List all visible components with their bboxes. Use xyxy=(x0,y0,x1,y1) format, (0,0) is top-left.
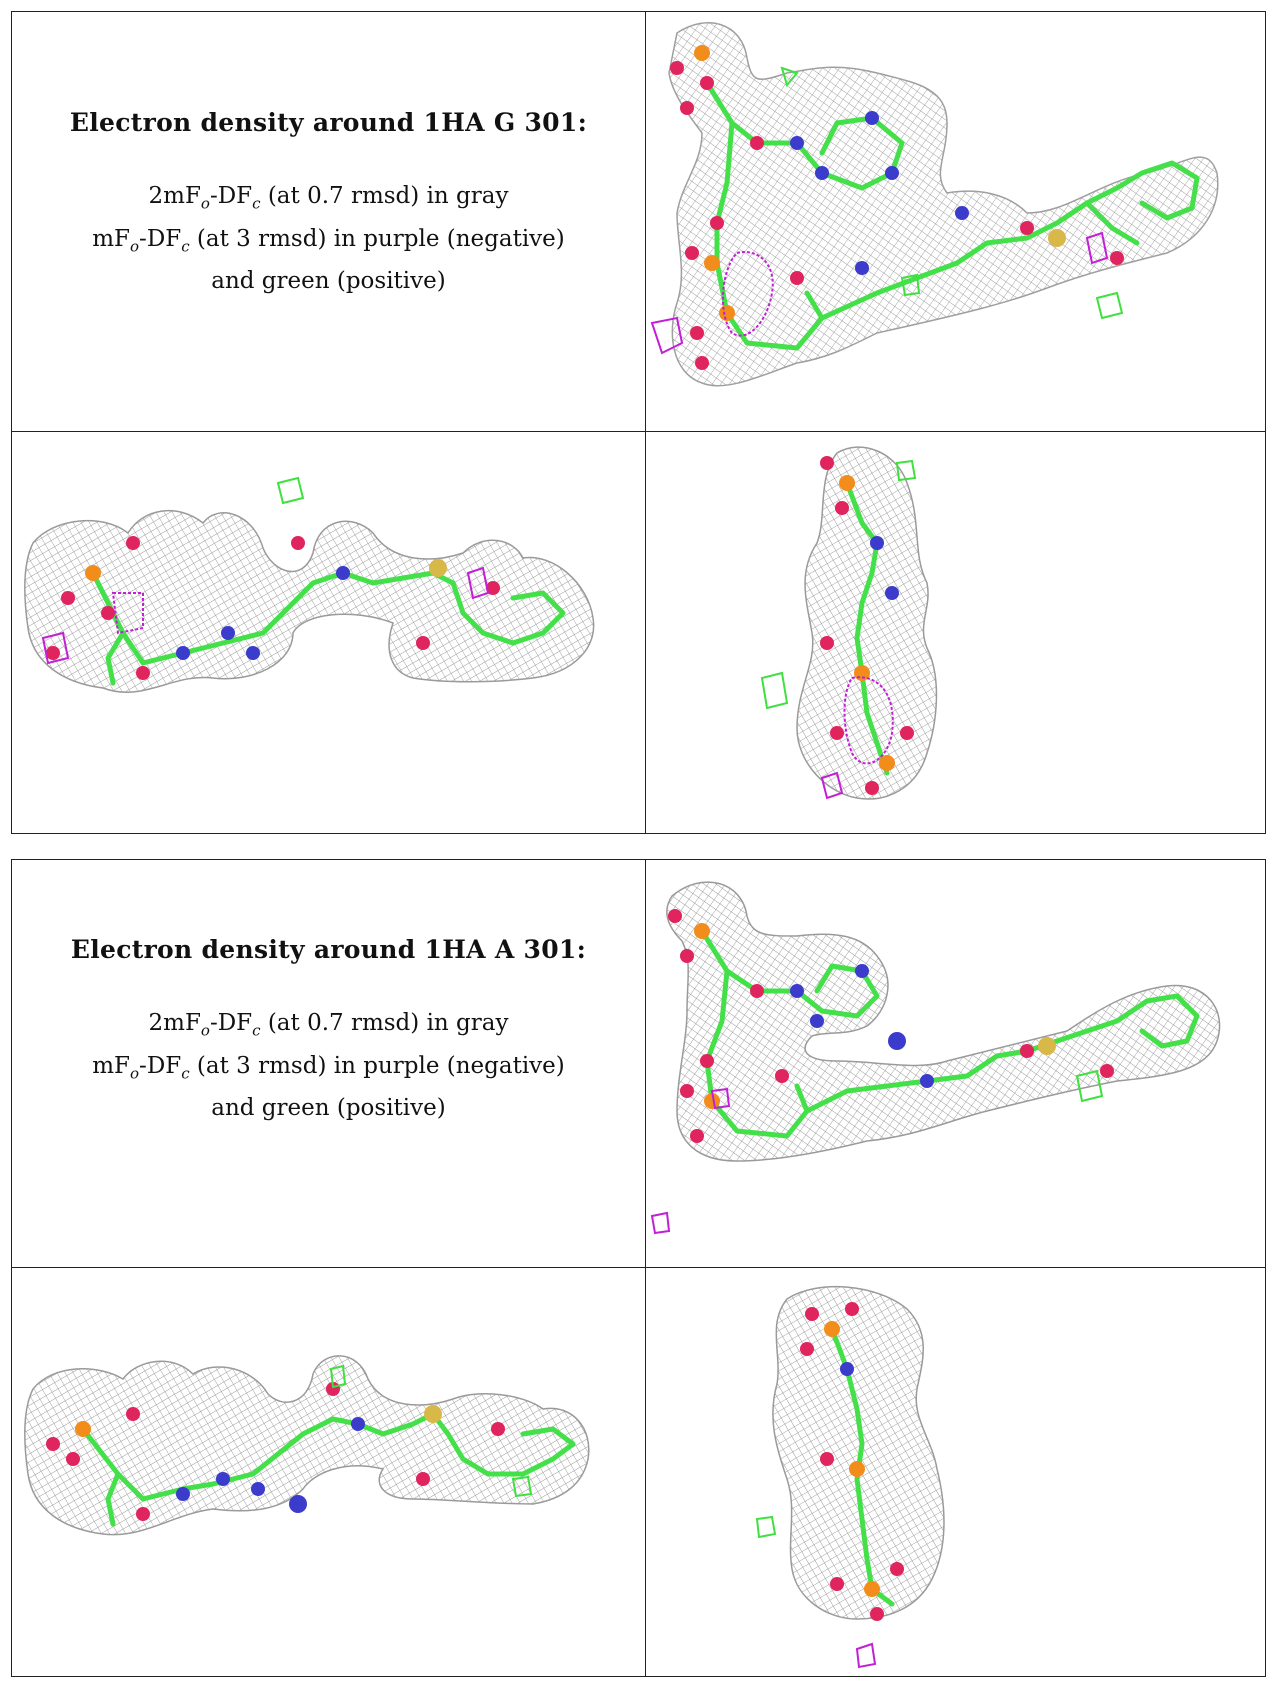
electron-density-mesh xyxy=(666,881,1221,1162)
ligand-bonds xyxy=(829,1326,895,1607)
electron-density-mesh xyxy=(796,446,938,800)
ligand-bonds xyxy=(699,928,1200,1139)
table-divider-vertical xyxy=(645,12,646,833)
caption-block-2: Electron density around 1HA A 301: 2mFo-… xyxy=(12,935,645,1126)
electron-density-mesh xyxy=(23,1355,590,1536)
atoms xyxy=(800,1302,904,1621)
positive-density-blob xyxy=(329,1364,347,1389)
table-divider-horizontal xyxy=(12,431,1265,432)
negative-density-blob xyxy=(1085,231,1109,265)
caption-title: Electron density around 1HA A 301: xyxy=(70,935,587,964)
caption-map-fofc: mFo-DFc (at 3 rmsd) in purple (negative) xyxy=(92,225,565,256)
density-view-front xyxy=(647,13,1265,429)
density-render-side xyxy=(23,1355,590,1536)
density-view-side xyxy=(13,433,643,832)
density-view-front xyxy=(647,861,1265,1265)
atoms xyxy=(46,536,500,680)
negative-density-blob xyxy=(820,771,844,800)
positive-density-blob xyxy=(895,459,917,482)
ligand-bonds xyxy=(704,80,1200,351)
caption-block-1: Electron density around 1HA G 301: 2mFo-… xyxy=(12,108,645,299)
figure-block-2: Electron density around 1HA A 301: 2mFo-… xyxy=(11,859,1266,1677)
figure-block-1: Electron density around 1HA G 301: 2mFo-… xyxy=(11,11,1266,834)
negative-density-blob xyxy=(721,251,774,337)
positive-density-blob xyxy=(900,273,921,297)
negative-density-blob xyxy=(855,1642,877,1669)
negative-density-blob xyxy=(41,631,70,665)
table-divider-vertical xyxy=(645,860,646,1676)
density-render-front xyxy=(650,881,1221,1235)
positive-density-blob xyxy=(276,476,305,505)
density-render-side xyxy=(23,476,595,693)
electron-density-mesh xyxy=(668,22,1219,387)
positive-density-blob xyxy=(1095,291,1124,320)
atoms xyxy=(820,456,914,795)
density-render-end xyxy=(755,1285,945,1669)
density-render-end xyxy=(760,446,938,800)
negative-density-blob xyxy=(466,566,490,600)
negative-density-blob xyxy=(843,676,894,765)
ligand-bonds xyxy=(844,480,890,776)
density-view-end xyxy=(647,433,1265,832)
density-view-side xyxy=(13,1269,643,1675)
caption-map-fofc: mFo-DFc (at 3 rmsd) in purple (negative) xyxy=(92,1052,565,1083)
atoms xyxy=(46,1382,505,1521)
caption-map-2fofc: 2mFo-DFc (at 0.7 rmsd) in gray xyxy=(148,183,509,213)
positive-density-blob xyxy=(511,1475,533,1498)
negative-density-blob xyxy=(650,316,684,355)
positive-density-blob xyxy=(1075,1069,1104,1103)
caption-map-fofc-positive: and green (positive) xyxy=(211,1095,446,1122)
electron-density-mesh xyxy=(23,509,595,693)
negative-density-blob xyxy=(650,1211,671,1235)
caption-title: Electron density around 1HA G 301: xyxy=(69,108,588,137)
positive-density-blob xyxy=(760,671,789,710)
density-render-front xyxy=(650,22,1219,387)
positive-density-blob xyxy=(780,66,799,88)
table-divider-horizontal xyxy=(12,1267,1265,1268)
ligand-bonds xyxy=(80,1411,576,1527)
density-view-end xyxy=(647,1269,1265,1675)
caption-map-2fofc: 2mFo-DFc (at 0.7 rmsd) in gray xyxy=(148,1010,509,1040)
negative-density-blob xyxy=(111,592,144,635)
caption-map-fofc-positive: and green (positive) xyxy=(211,268,446,295)
positive-density-blob xyxy=(755,1515,777,1539)
negative-density-blob xyxy=(710,1087,731,1110)
atoms xyxy=(668,909,1114,1143)
